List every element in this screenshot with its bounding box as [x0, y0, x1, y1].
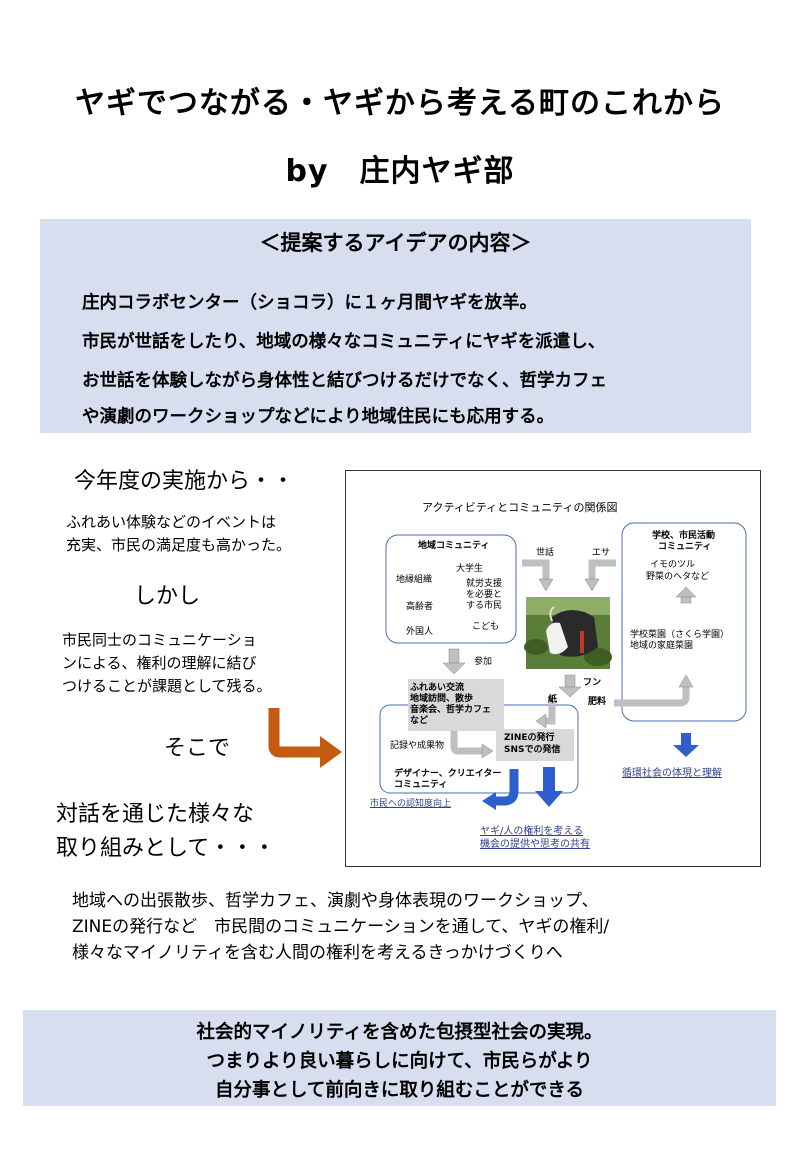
activity-line: など	[410, 716, 429, 726]
join-arrowhead-icon	[442, 662, 466, 675]
this-year-text: ふれあい体験などのイベントは 充実、市民の満足度も高かった。	[66, 511, 291, 557]
text-line: 市民同士のコミュニケーショ	[62, 631, 257, 649]
feed-arrowhead-icon	[584, 578, 600, 592]
school-item: 野菜のヘタなど	[646, 572, 710, 582]
dung-label: フン	[583, 678, 602, 688]
page-subtitle: by 庄内ヤギ部	[285, 154, 515, 189]
text-line: 対話を通じた様々な	[56, 802, 255, 827]
text-line: 地域への出張散歩、哲学カフェ、演劇や身体表現のワークショップ、	[72, 891, 599, 911]
dialogue-heading: 対話を通じた様々な 取り組みとして・・・	[56, 798, 275, 866]
activity-line: 地域訪問、散歩	[410, 694, 474, 704]
text-line: ふれあい体験などのイベントは	[66, 513, 277, 531]
conclusion-line: つまりより良い暮らしに向けて、市民らがより	[206, 1051, 593, 1072]
school-title: 学校、市民活動	[652, 531, 716, 541]
school-item: イモのツル	[650, 560, 696, 570]
challenge-text: 市民同士のコミュニケーショ ンによる、権利の理解に結び つけることが課題として残…	[62, 629, 272, 698]
proposal-section: ＜提案するアイデアの内容＞ 庄内コラボセンター（ショコラ）に１ヶ月間ヤギを放羊。…	[40, 219, 751, 433]
community-item: 大学生	[456, 564, 484, 574]
circular-arrow-icon	[681, 733, 691, 745]
community-item: 地縁組織	[396, 575, 433, 585]
designers-line: コミュニティ	[394, 780, 448, 790]
community-item: を必要と	[466, 590, 503, 600]
awareness-outcome: 市民への認知度向上	[370, 799, 452, 809]
page-title: ヤギでつながる・ヤギから考える町のこれから	[74, 86, 726, 121]
dung-arrow-icon	[564, 674, 576, 688]
zine-line: SNSでの発信	[504, 745, 561, 755]
fertilizer-label: 肥料	[588, 697, 607, 707]
awareness-arrow-icon	[494, 769, 519, 806]
community-item: 就労支援	[466, 579, 503, 589]
rights-arrowhead-icon	[535, 791, 563, 807]
conclusion-line: 社会的マイノリティを含めた包摂型社会の実現。	[196, 1022, 603, 1043]
proposal-line: 市民が世話をしたり、地域の様々なコミュニティにヤギを派遣し、	[82, 332, 606, 352]
join-arrow-icon	[448, 648, 460, 664]
records-arrowhead-icon	[481, 743, 494, 759]
text-line: 取り組みとして・・・	[56, 836, 276, 861]
fertilizer-arrowhead-icon	[678, 674, 694, 688]
join-label: 参加	[474, 657, 493, 667]
feed-arrow-icon	[588, 559, 616, 581]
paper-arrow-icon	[544, 703, 556, 725]
conclusion-section: 社会的マイノリティを含めた包摂型社会の実現。 つまりより良い暮らしに向けて、市民…	[23, 1010, 776, 1106]
community-item: する市民	[466, 601, 503, 611]
diagram-title: アクティビティとコミュニティの関係図	[422, 501, 618, 514]
awareness-arrowhead-icon	[482, 792, 496, 810]
community-box	[385, 534, 517, 644]
goat-photo	[524, 597, 612, 669]
activity-line: ふれあい交流	[410, 683, 465, 693]
paper-label: 紙	[548, 695, 558, 705]
up-arrow-icon	[675, 586, 697, 598]
proposal-heading: ＜提案するアイデアの内容＞	[259, 231, 532, 255]
community-item: 外国人	[406, 627, 434, 637]
school-box	[621, 522, 747, 722]
proposal-line: 庄内コラボセンター（ショコラ）に１ヶ月間ヤギを放羊。	[82, 293, 537, 313]
care-arrowhead-icon	[538, 578, 554, 592]
rights-arrow-icon	[543, 767, 555, 793]
text-line: ZINEの発行など 市民間のコミュニケーションを通して、ヤギの権利/	[72, 917, 610, 937]
designers-line: デザイナー、クリエイター	[394, 769, 502, 779]
school-title: コミュニティ	[658, 542, 712, 552]
activity-line: 音楽会、哲学カフェ	[410, 705, 492, 715]
text-line: つけることが課題として残る。	[62, 677, 272, 695]
conclusion-line: 自分事として前向きに取り組むことができる	[214, 1080, 585, 1101]
this-year-heading: 今年度の実施から・・	[74, 469, 295, 494]
summary-paragraph: 地域への出張散歩、哲学カフェ、演劇や身体表現のワークショップ、 ZINEの発行な…	[72, 888, 609, 966]
community-title: 地域コミュニティ	[418, 541, 490, 551]
text-line: ンによる、権利の理解に結び	[62, 654, 257, 672]
care-label: 世話	[536, 548, 555, 558]
dung-arrowhead-icon	[558, 686, 582, 698]
orange-arrow-icon	[268, 708, 342, 768]
up-arrow-stem-icon	[680, 596, 692, 604]
diagram-graphics	[379, 522, 747, 810]
relationship-diagram: アクティビティとコミュニティの関係図 地域コミュニティ 大学生 地縁組織 就労支…	[345, 470, 761, 867]
records-label: 記録や成果物	[390, 741, 445, 751]
zine-box	[496, 729, 574, 761]
community-item: こども	[472, 622, 500, 632]
activities-box	[408, 679, 504, 731]
circular-outcome: 循環社会の体現と理解	[622, 768, 722, 779]
circular-arrowhead-icon	[673, 745, 699, 757]
however-label: しかし	[134, 584, 201, 609]
community-item: 高齢者	[406, 602, 434, 612]
paper-arrowhead-icon	[535, 713, 547, 729]
rights-outcome: ヤギ/人の権利を考える	[480, 826, 584, 837]
care-arrow-icon	[522, 559, 550, 581]
school-item: 地域の家庭菜園	[630, 641, 694, 651]
school-item: 学校菜園（さくら学園）	[630, 630, 730, 640]
zine-line: ZINEの発行	[504, 733, 555, 743]
text-line: 充実、市民の満足度も高かった。	[66, 536, 292, 554]
proposal-line: お世話を体験しながら身体性と結びつけるだけでなく、哲学カフェ	[82, 371, 607, 391]
text-line: 様々なマイノリティを含む人間の権利を考えるきっかけづくりへ	[72, 943, 563, 963]
rights-outcome: 機会の提供や思考の共有	[480, 839, 590, 850]
feed-label: エサ	[592, 548, 611, 558]
fertilizer-arrow-icon	[614, 685, 690, 707]
records-arrow-icon	[450, 721, 484, 755]
proposal-line: や演劇のワークショップなどにより地域住民にも応用する。	[82, 407, 555, 427]
therefore-label: そこで	[164, 736, 231, 761]
